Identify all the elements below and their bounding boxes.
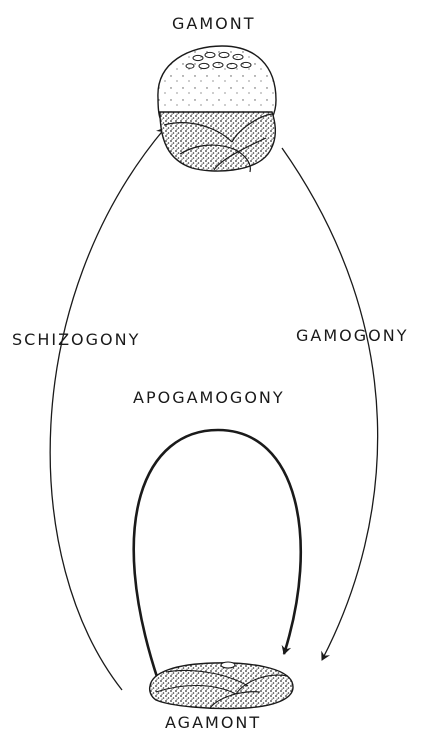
agamont-label: AGAMONT [165, 713, 261, 732]
schizogony-arrow [50, 128, 165, 690]
schizogony-label: SCHIZOGONY [12, 330, 140, 349]
gamont-label: GAMONT [172, 14, 255, 33]
apogamogony-label: APOGAMOGONY [133, 388, 285, 407]
gamogony-label: GAMOGONY [296, 326, 408, 345]
gamogony-arrow [282, 148, 378, 660]
apogamogony-arrow [134, 430, 301, 680]
gamont-cell-icon [158, 46, 276, 172]
agamont-cell-icon [150, 662, 293, 709]
